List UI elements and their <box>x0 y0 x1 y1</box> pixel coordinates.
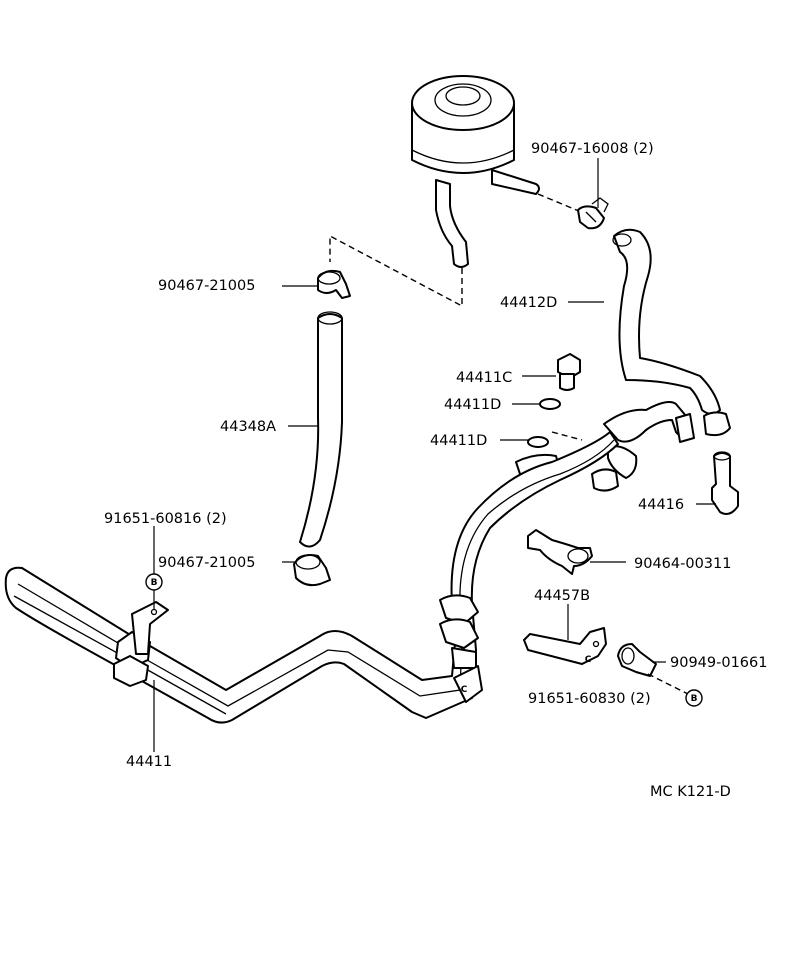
dashed-line-clamp-bolt <box>647 673 689 695</box>
label-tube-fitting: 44416 <box>638 497 684 513</box>
label-tube-assy: 44411 <box>126 754 172 770</box>
label-return-hose: 44412D <box>500 295 557 311</box>
label-gasket-lower: 44411D <box>430 433 487 449</box>
suction-hose <box>299 311 343 548</box>
svg-text:B: B <box>151 578 158 588</box>
gasket-upper <box>539 398 561 410</box>
hose-clip-pump <box>293 554 331 587</box>
pressure-tube-assembly <box>4 431 619 724</box>
leader-lines <box>153 158 716 752</box>
bolt-marker-left: B <box>145 573 163 591</box>
gasket-lower <box>527 436 549 448</box>
bolt-marker-right: B <box>685 689 703 707</box>
clip-marker-c: C <box>461 685 468 695</box>
label-bracket: 44457B <box>534 588 590 604</box>
svg-text:B: B <box>691 694 698 704</box>
tube-fitting <box>711 451 739 515</box>
label-clamp: 90464-00311 <box>634 556 732 572</box>
label-clamp-tube: 90949-01661 <box>670 655 768 671</box>
label-union-bolt: 44411C <box>456 370 512 386</box>
reference-code: MC K121-D <box>650 784 731 800</box>
union-bolt <box>557 353 581 391</box>
label-gasket-upper: 44411D <box>444 397 501 413</box>
return-hose <box>612 228 721 415</box>
dashed-line-gasket <box>551 431 583 441</box>
dashed-line-suction <box>329 234 463 308</box>
label-bolt-ref-left: 91651-60816 (2) <box>104 511 227 527</box>
label-bolt-ref-right: 91651-60830 (2) <box>528 691 651 707</box>
reservoir-tank <box>411 75 540 268</box>
hose-clip-reservoir <box>317 269 351 299</box>
bracket <box>523 627 607 665</box>
label-clip-return-reservoir: 90467-16008 (2) <box>531 141 654 157</box>
label-clip-pump-hose: 90467-21005 <box>158 555 256 571</box>
label-suction-hose: 44348A <box>220 419 276 435</box>
hose-clamp <box>527 529 593 575</box>
tube-clamp <box>617 643 657 677</box>
label-clip-reservoir-hose: 90467-21005 <box>158 278 256 294</box>
clip-marker-c-bracket: C <box>585 655 592 665</box>
hose-clip-return <box>577 197 609 230</box>
